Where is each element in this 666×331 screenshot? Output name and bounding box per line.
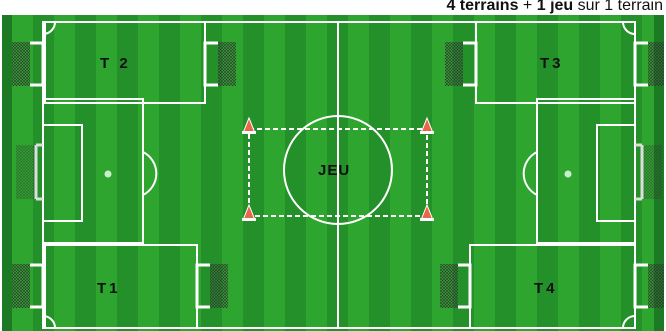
grass-stripe	[621, 15, 642, 331]
grass-stripe	[243, 15, 264, 331]
grass-stripe	[411, 15, 432, 331]
grass-stripe	[369, 15, 390, 331]
grass-stripe	[264, 15, 285, 331]
grass-stripe	[75, 15, 96, 331]
grass-stripe	[600, 15, 621, 331]
grass-stripe	[54, 15, 75, 331]
grass-stripe	[348, 15, 369, 331]
grass-stripe	[390, 15, 411, 331]
zone-label-t1: T1	[97, 280, 121, 297]
grass-stripe	[495, 15, 516, 331]
grass-stripe	[159, 15, 180, 331]
caption-plus: +	[518, 0, 536, 14]
zone-label-t2: T 2	[100, 55, 131, 72]
penalty-spot-left	[105, 171, 112, 178]
caption-rest: sur 1 terrain	[573, 0, 663, 14]
caption-jeu: 1 jeu	[537, 0, 573, 14]
zone-label-t4: T4	[534, 280, 558, 297]
diagram-caption: 4 terrains + 1 jeu sur 1 terrain	[446, 0, 663, 17]
grass-stripe	[285, 15, 306, 331]
zone-label-jeu: JEU	[318, 162, 350, 179]
caption-terrains: 4 terrains	[446, 0, 518, 14]
penalty-spot-right	[565, 171, 572, 178]
zone-label-t3: T3	[540, 55, 564, 72]
